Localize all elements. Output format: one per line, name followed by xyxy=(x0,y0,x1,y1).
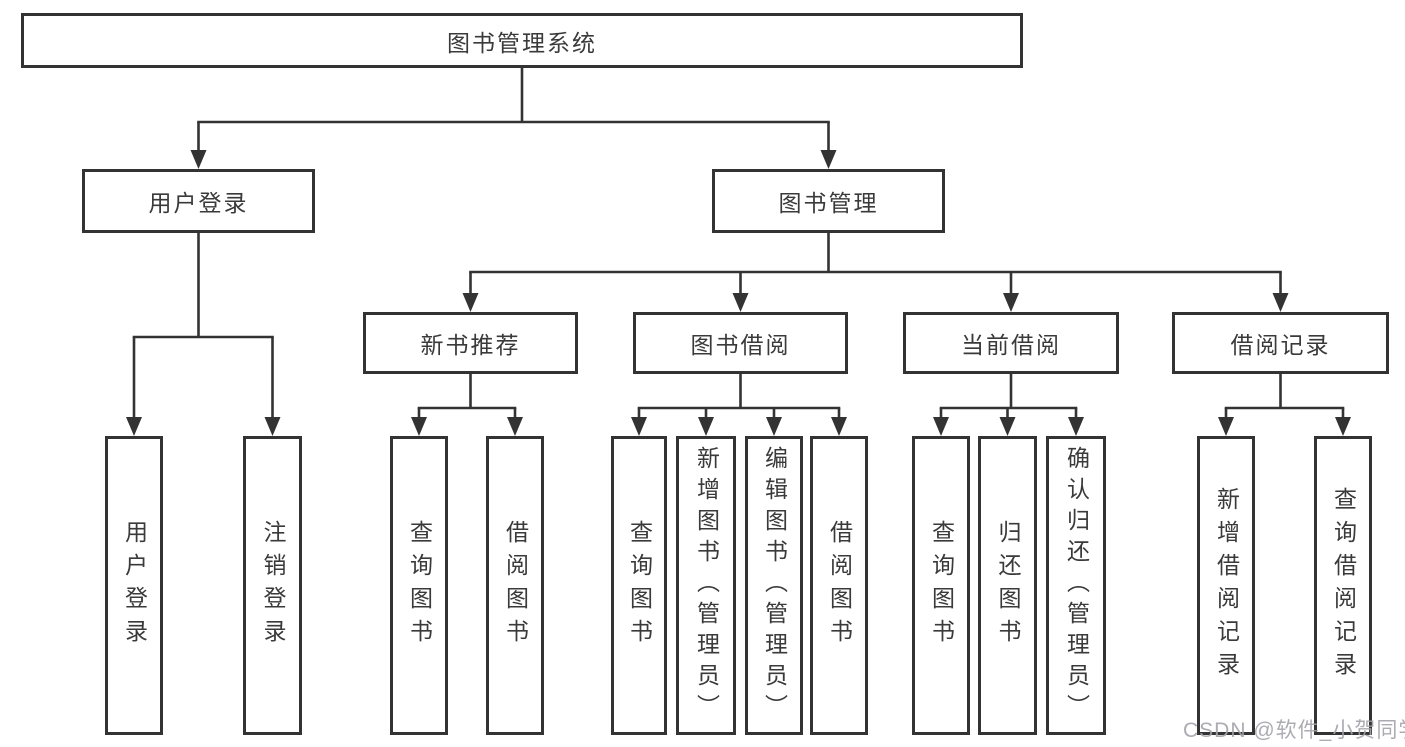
node-borrow-record: 借阅记录 xyxy=(1172,312,1389,374)
node-root-library-management-system: 图书管理系统 xyxy=(21,13,1023,68)
leaf-return-book: 归还图书 xyxy=(978,436,1037,735)
leaf-add-book-admin: 新增图书（管理员） xyxy=(676,436,736,735)
leaf-query-book-borrow: 查询图书 xyxy=(611,436,667,735)
node-new-book-recommend: 新书推荐 xyxy=(363,312,578,374)
node-user-login: 用户登录 xyxy=(82,169,315,233)
leaf-user-login: 用户登录 xyxy=(105,436,163,735)
leaf-query-book-recommend: 查询图书 xyxy=(390,436,448,735)
leaf-edit-book-admin: 编辑图书（管理员） xyxy=(745,436,803,735)
leaf-add-borrow-record: 新增借阅记录 xyxy=(1197,436,1255,735)
leaf-confirm-return-admin: 确认归还（管理员） xyxy=(1046,436,1106,735)
leaf-borrow-book-borrow: 借阅图书 xyxy=(810,436,868,735)
node-book-borrow: 图书借阅 xyxy=(633,312,848,374)
leaf-query-book-current: 查询图书 xyxy=(912,436,970,735)
node-current-borrow: 当前借阅 xyxy=(903,312,1119,374)
leaf-borrow-book-recommend: 借阅图书 xyxy=(486,436,544,735)
leaf-logout: 注销登录 xyxy=(243,436,302,735)
node-book-management: 图书管理 xyxy=(712,169,945,233)
csdn-watermark: CSDN @软件_小贺同学 xyxy=(1183,719,1405,742)
leaf-query-borrow-record: 查询借阅记录 xyxy=(1314,436,1372,735)
